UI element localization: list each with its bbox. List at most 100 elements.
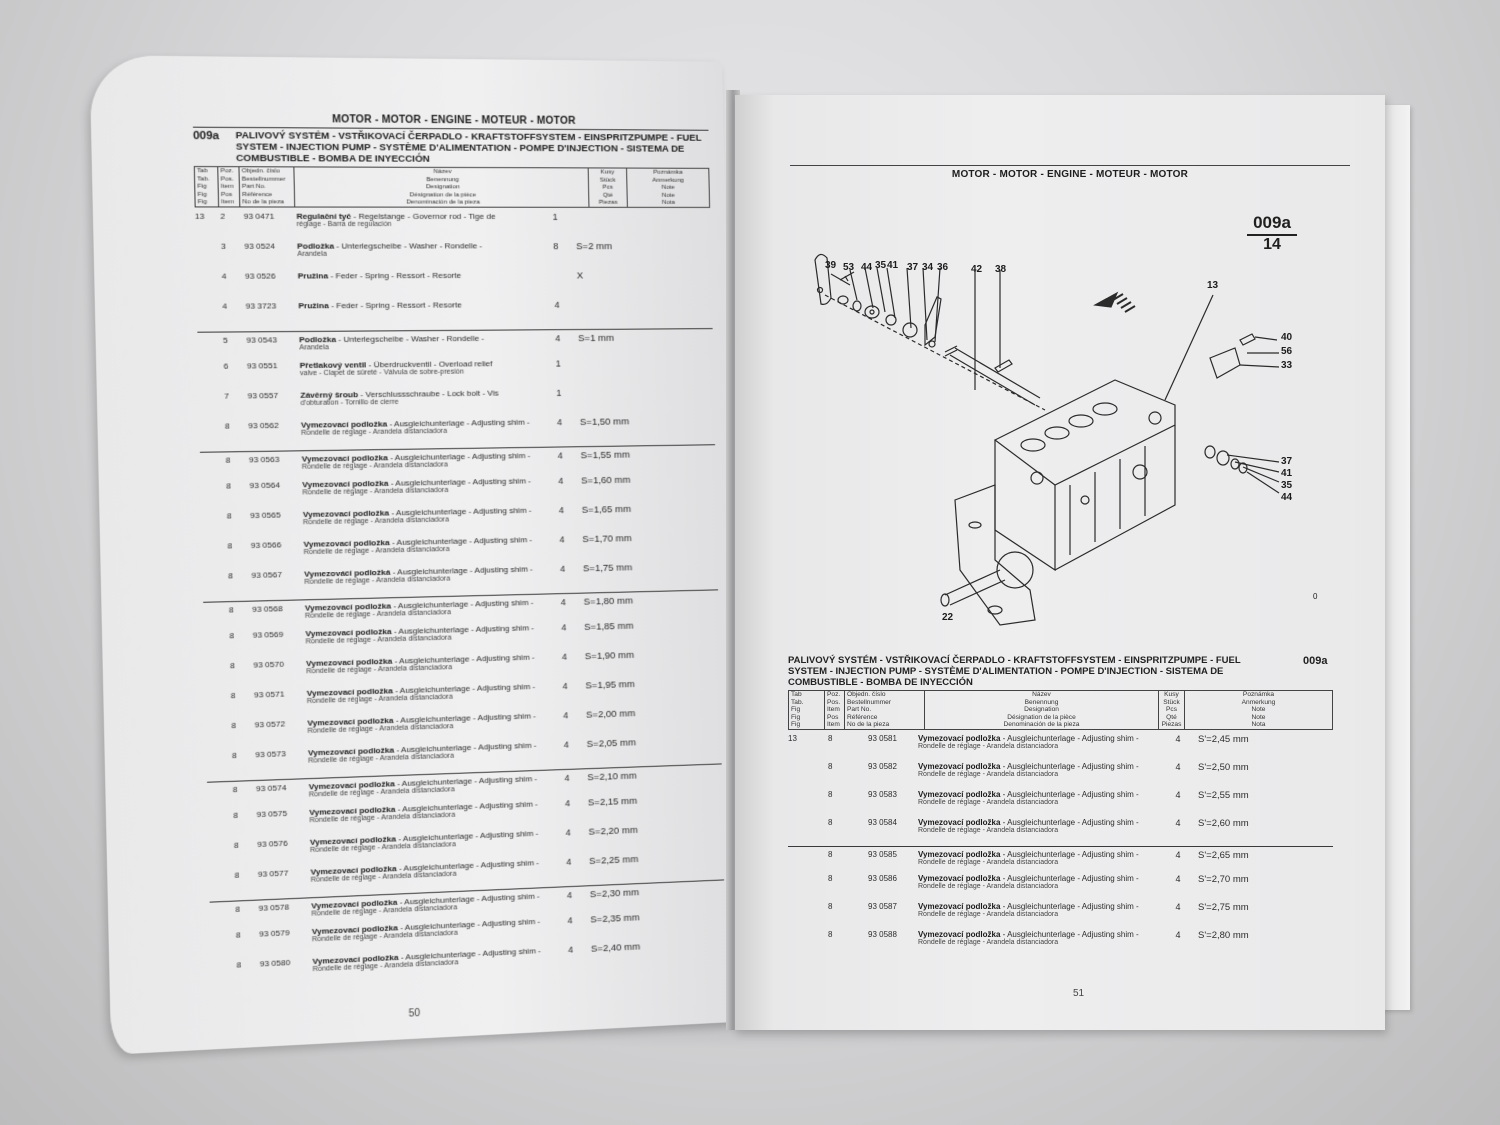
name-czech: Vymezovací podložka	[918, 789, 1001, 799]
cell-part-no: 93 0581	[868, 733, 897, 743]
cell-note	[579, 386, 660, 387]
cell-tab	[206, 720, 232, 721]
cell-pos: 3	[220, 241, 226, 251]
cell-description: Podložka - Unterlegscheibe - Washer - Ro…	[297, 241, 536, 258]
cell-note: S'=2,65 mm	[1198, 849, 1249, 861]
header-line: Fig	[197, 198, 207, 206]
cell-pos: 8	[233, 839, 239, 850]
cell-pos: 8	[232, 784, 238, 794]
header-line: No de la pieza	[242, 198, 285, 206]
group-title: PALIVOVÝ SYSTÉM - VSTŘIKOVACÍ ČERPADLO -…	[788, 655, 1241, 688]
name-line2: valve - Clapet de sûreté - Válvula de so…	[299, 368, 464, 377]
cell-part-no: 93 0526	[244, 270, 276, 281]
callout-number: 33	[1281, 360, 1293, 371]
cell-qty: 4	[559, 533, 565, 545]
cell-note	[578, 357, 659, 358]
cell-pos: 8	[225, 454, 231, 465]
header-line: Tab	[196, 167, 208, 175]
name-translations: - Regelstange - Governor rod - Tige de	[350, 211, 496, 221]
cell-pos: 7	[224, 390, 230, 401]
callout-number: 42	[971, 264, 983, 275]
cell-qty: 4	[556, 416, 563, 427]
header-line: Poznámka	[1242, 691, 1275, 698]
cell-note: S'=2,45 mm	[1198, 733, 1249, 745]
group-code: 009a	[1303, 655, 1328, 667]
page-number-left: 50	[408, 1007, 421, 1020]
header-line: Anmerkung	[652, 176, 684, 184]
name-translations: - Ausgleichunterlage - Adjusting shim -	[1000, 849, 1139, 859]
right-parts-table: PALIVOVÝ SYSTÉM - VSTŘIKOVACÍ ČERPADLO -…	[788, 655, 1333, 958]
cell-note: S=2,00 mm	[585, 707, 636, 721]
name-czech: Vymezovací podložka	[918, 901, 1001, 911]
header-line: Tab	[791, 691, 802, 698]
name-czech: Vymezovací podložka	[918, 873, 1001, 883]
callout-number: 41	[887, 260, 899, 271]
cell-pos: 8	[224, 420, 230, 431]
cell-description: Regulační tyč - Regelstange - Governor r…	[296, 211, 535, 227]
header-line: Note	[661, 183, 675, 191]
name-line2: réglage - Barra de regulación	[296, 220, 392, 228]
page-stack-right-edge	[1380, 105, 1410, 1010]
cell-tab	[210, 904, 235, 905]
cell-pos: 8	[828, 929, 833, 939]
header-line: Pos.	[220, 174, 234, 183]
name-line2: Rondelle de réglage - Arandela distancia…	[918, 798, 1059, 806]
name-czech: Vymezovací podložka	[918, 733, 1001, 743]
cell-note: S=1,55 mm	[580, 448, 630, 461]
header-line: Stück	[1163, 698, 1180, 706]
cell-pos: 8	[234, 869, 240, 880]
header-line: Pcs	[602, 183, 614, 191]
table-row: 3 93 0524 Podložka - Unterlegscheibe - Was…	[195, 240, 711, 271]
header-line: Item	[220, 182, 234, 190]
cell-pos: 8	[828, 849, 833, 859]
header-line: Fig	[791, 721, 801, 728]
cell-tab	[211, 960, 236, 961]
cell-description: Vymezovací podložka - Ausgleichunterlage…	[918, 790, 1158, 806]
callout-number: 56	[1281, 346, 1293, 357]
cell-part-no: 93 0582	[868, 761, 897, 771]
cell-part-no: 93 0524	[244, 241, 276, 251]
cell-description: Vymezovací podložka - Ausgleichunterlage…	[918, 874, 1158, 890]
cell-part-no: 93 0572	[254, 718, 286, 729]
header-line: Designation	[1024, 706, 1059, 713]
header-line: Pos	[827, 713, 839, 721]
group-heading: PALIVOVÝ SYSTÉM - VSTŘIKOVACÍ ČERPADLO -…	[788, 655, 1333, 688]
header-line: Pos.	[827, 698, 841, 706]
name-translations: - Feder - Spring - Ressort - Resorte	[328, 299, 462, 310]
header-line: Piezas	[1161, 721, 1182, 728]
header-line: Bestellnummer	[847, 698, 891, 706]
cell-pos: 8	[828, 817, 833, 827]
cell-note: S=1,75 mm	[582, 561, 633, 574]
header-line: Item	[827, 706, 840, 713]
name-line2: Rondelle de réglage - Arandela distancia…	[918, 938, 1059, 946]
cell-part-no: 93 0574	[255, 782, 287, 793]
header-line: Qté	[1166, 713, 1177, 721]
cell-part-no: 93 0587	[868, 901, 897, 911]
cell-note: S=1 mm	[577, 332, 615, 344]
cell-note: S'=2,75 mm	[1198, 901, 1249, 913]
name-line2: Rondelle de réglage - Arandela distancia…	[918, 826, 1059, 834]
header-line: Kusy	[600, 168, 615, 176]
cell-pos: 8	[226, 510, 232, 521]
cell-tab	[209, 870, 234, 871]
cell-pos: 4	[221, 271, 227, 281]
header-line: Qté	[602, 191, 614, 199]
cell-description: Závěrný šroub - Verschlussschraube - Loc…	[300, 388, 539, 407]
cell-qty: 4	[561, 651, 568, 662]
cell-qty: 4	[567, 914, 573, 926]
name-translations: - Ausgleichunterlage - Adjusting shim -	[1000, 761, 1139, 771]
name-line2: Rondelle de réglage - Arandela distancia…	[918, 742, 1059, 750]
cell-pos: 8	[230, 690, 236, 700]
cell-part-no: 93 0563	[248, 454, 280, 464]
cell-description: Vymezovací podložka - Ausgleichunterlage…	[918, 850, 1158, 866]
cell-pos: 8	[828, 733, 833, 743]
cell-part-no: 93 0570	[253, 659, 284, 670]
